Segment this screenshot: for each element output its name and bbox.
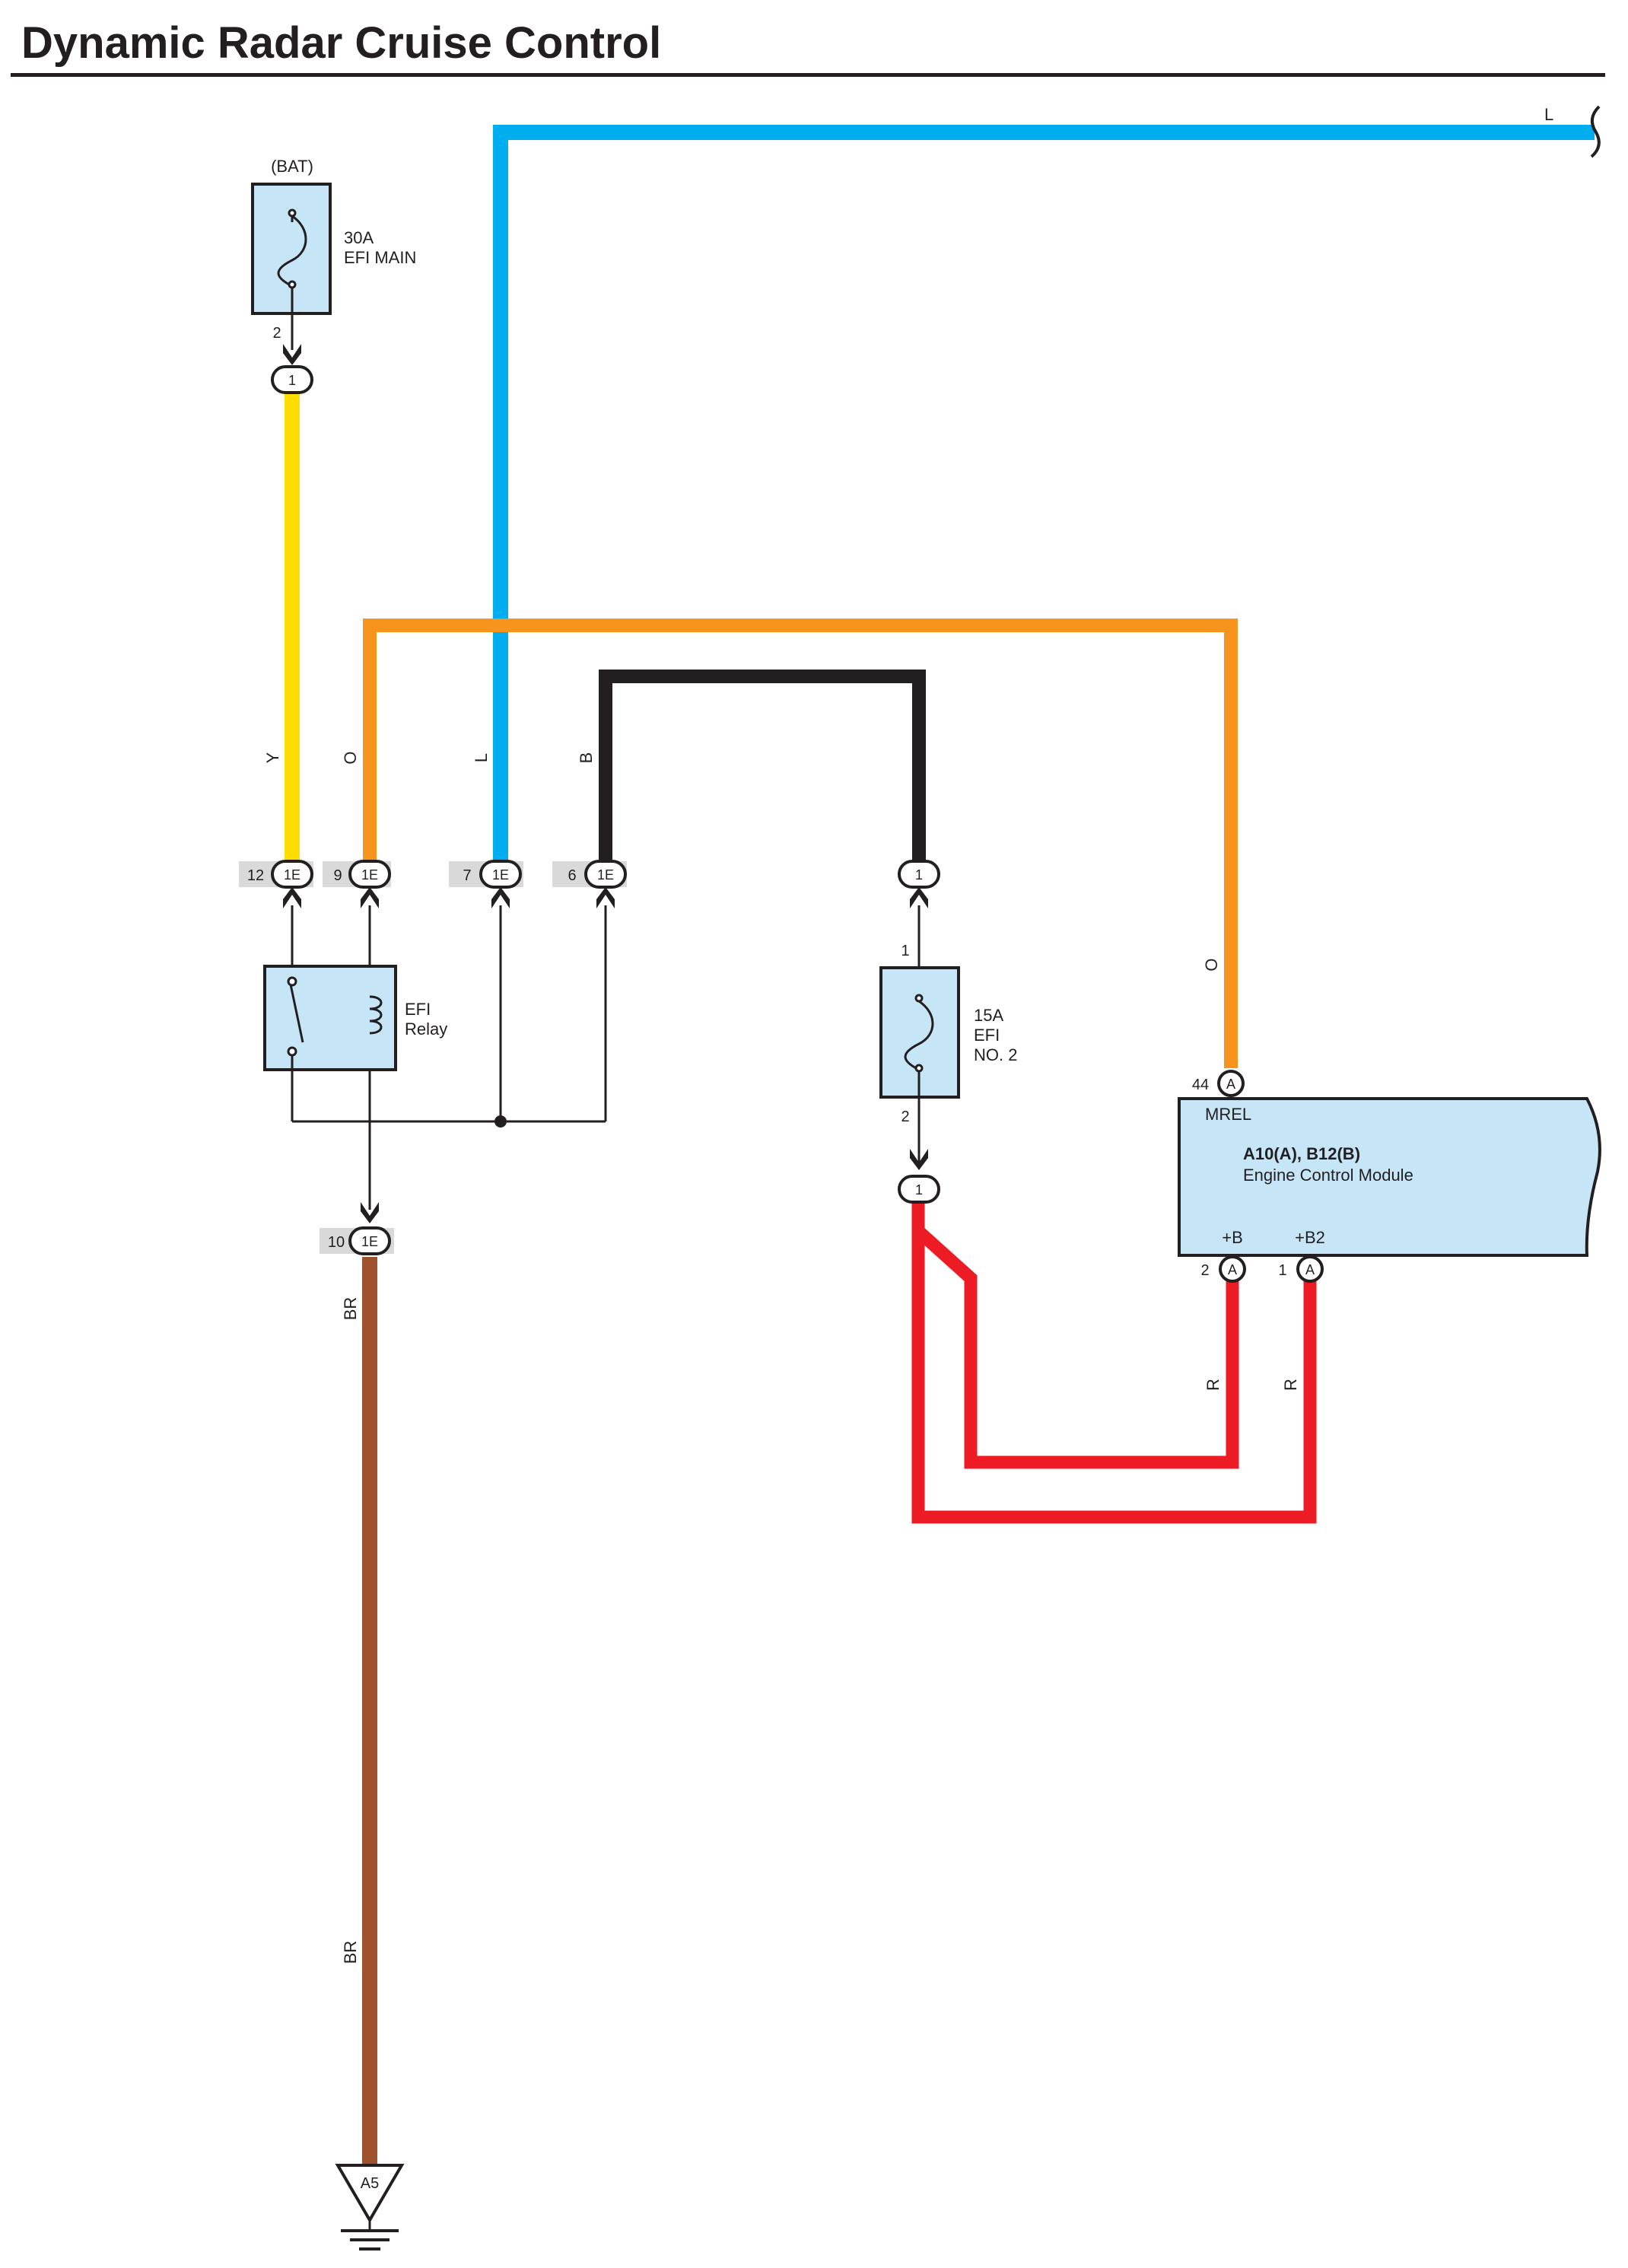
wire-label-b: B (577, 752, 596, 764)
ecm-mrel-pin: 44 (1192, 1077, 1209, 1093)
j9-pin: 9 (333, 867, 342, 884)
efi-main-fuse: (BAT) 30A EFI MAIN 2 1 (251, 157, 416, 394)
ground-triangle-icon (335, 2164, 405, 2223)
wire-label-r-left: R (1204, 1379, 1223, 1391)
wire-b (599, 670, 926, 867)
ecm-b-label: +B (1222, 1228, 1243, 1247)
engine-control-module: 44 A MREL A10(A), B12(B) Engine Control … (1178, 1070, 1601, 1283)
fuse2-pin-out: 2 (901, 1109, 909, 1125)
fuse2-rating: 15A (974, 1006, 1003, 1025)
fuse-rating: 30A (344, 228, 374, 247)
wire-label-l-top: L (1544, 105, 1553, 124)
arrow-up-icon (491, 887, 510, 908)
wire-l (493, 125, 1595, 867)
wire-label-r-right: R (1281, 1379, 1300, 1391)
connector-bat (271, 365, 313, 394)
arrow-up-icon (361, 887, 379, 908)
j9-conn: 1E (361, 867, 378, 883)
ecm-b-terminal (1219, 1255, 1246, 1283)
fuse-icon (904, 1000, 934, 1071)
ecm-b-conn: A (1228, 1262, 1237, 1277)
fuse2-label-2: NO. 2 (974, 1045, 1017, 1064)
connector-row-1e: 12 1E 9 1E 7 1E 6 1E 1 (239, 860, 940, 889)
fuse2-pin-in: 1 (901, 943, 909, 959)
j10-pin: 10 (328, 1234, 345, 1251)
j12-conn: 1E (284, 867, 300, 883)
arrow-up-icon (283, 887, 301, 908)
fuse-icon (277, 215, 307, 288)
wire-r-to-b2 (911, 1202, 1317, 1524)
ecm-mrel-terminal (1217, 1070, 1245, 1097)
ecm-b2-conn: A (1305, 1262, 1315, 1277)
ecm-name: Engine Control Module (1243, 1166, 1413, 1185)
wire-label-o-right: O (1202, 958, 1221, 971)
arrow-up-icon (596, 887, 615, 908)
ecm-box (1178, 1097, 1601, 1257)
relay-label-2: Relay (405, 1019, 447, 1039)
ecm-connectors: A10(A), B12(B) (1243, 1144, 1360, 1163)
wire-label-br-upper: BR (341, 1297, 360, 1321)
arrow-down-icon (910, 1149, 928, 1170)
fuse-name: EFI MAIN (344, 248, 416, 267)
j6-pin: 6 (568, 867, 576, 884)
efi-relay: EFI Relay (263, 905, 607, 1210)
ground-a5: A5 (335, 2164, 405, 2251)
arrow-down-icon (361, 1202, 379, 1223)
wire-continuation-mark (1590, 105, 1601, 158)
bat-label: (BAT) (271, 157, 313, 176)
wire-label-o-left: O (341, 751, 360, 764)
ecm-b2-terminal (1296, 1255, 1324, 1283)
j12-pin: 12 (247, 867, 264, 884)
terminal-arrows (283, 887, 928, 908)
relay-label-1: EFI (405, 1000, 431, 1019)
wire-label-y: Y (263, 752, 282, 763)
ecm-mrel-conn: A (1226, 1077, 1235, 1092)
page-title: Dynamic Radar Cruise Control (21, 18, 661, 68)
fuse-pin-out: 2 (272, 325, 281, 342)
wire-label-l-vertical: L (472, 753, 491, 762)
ecm-mrel-label: MREL (1205, 1105, 1251, 1124)
fuse2-label-1: EFI (974, 1026, 1000, 1045)
ecm-b-pin: 2 (1200, 1262, 1209, 1279)
j6-conn: 1E (597, 867, 614, 883)
ecm-b2-label: +B2 (1295, 1228, 1325, 1247)
wire-label-br-lower: BR (341, 1941, 360, 1964)
efi-no2-fuse: 1 15A EFI NO. 2 2 1 (879, 905, 1017, 1204)
connector-bat-label: 1 (288, 373, 296, 388)
ground-id: A5 (361, 2175, 379, 2192)
splice-point (494, 1115, 507, 1128)
j10-conn: 1E (361, 1234, 378, 1249)
connector-fuse2-in-label: 1 (915, 867, 923, 883)
title-rule (11, 73, 1605, 77)
j7-conn: 1E (492, 867, 509, 883)
j7-pin: 7 (463, 867, 471, 884)
wire-o (363, 619, 1238, 1068)
terminal-arrow-icon (283, 344, 301, 365)
arrow-up-icon (910, 887, 928, 908)
ecm-b2-pin: 1 (1278, 1262, 1286, 1279)
relay-box (263, 965, 397, 1071)
connector-fuse2-out-label: 1 (915, 1182, 923, 1198)
coil-icon (369, 995, 383, 1035)
fuse2-box (879, 966, 960, 1099)
connector-fuse2-out (898, 1175, 940, 1204)
j10-connector (348, 1226, 391, 1255)
